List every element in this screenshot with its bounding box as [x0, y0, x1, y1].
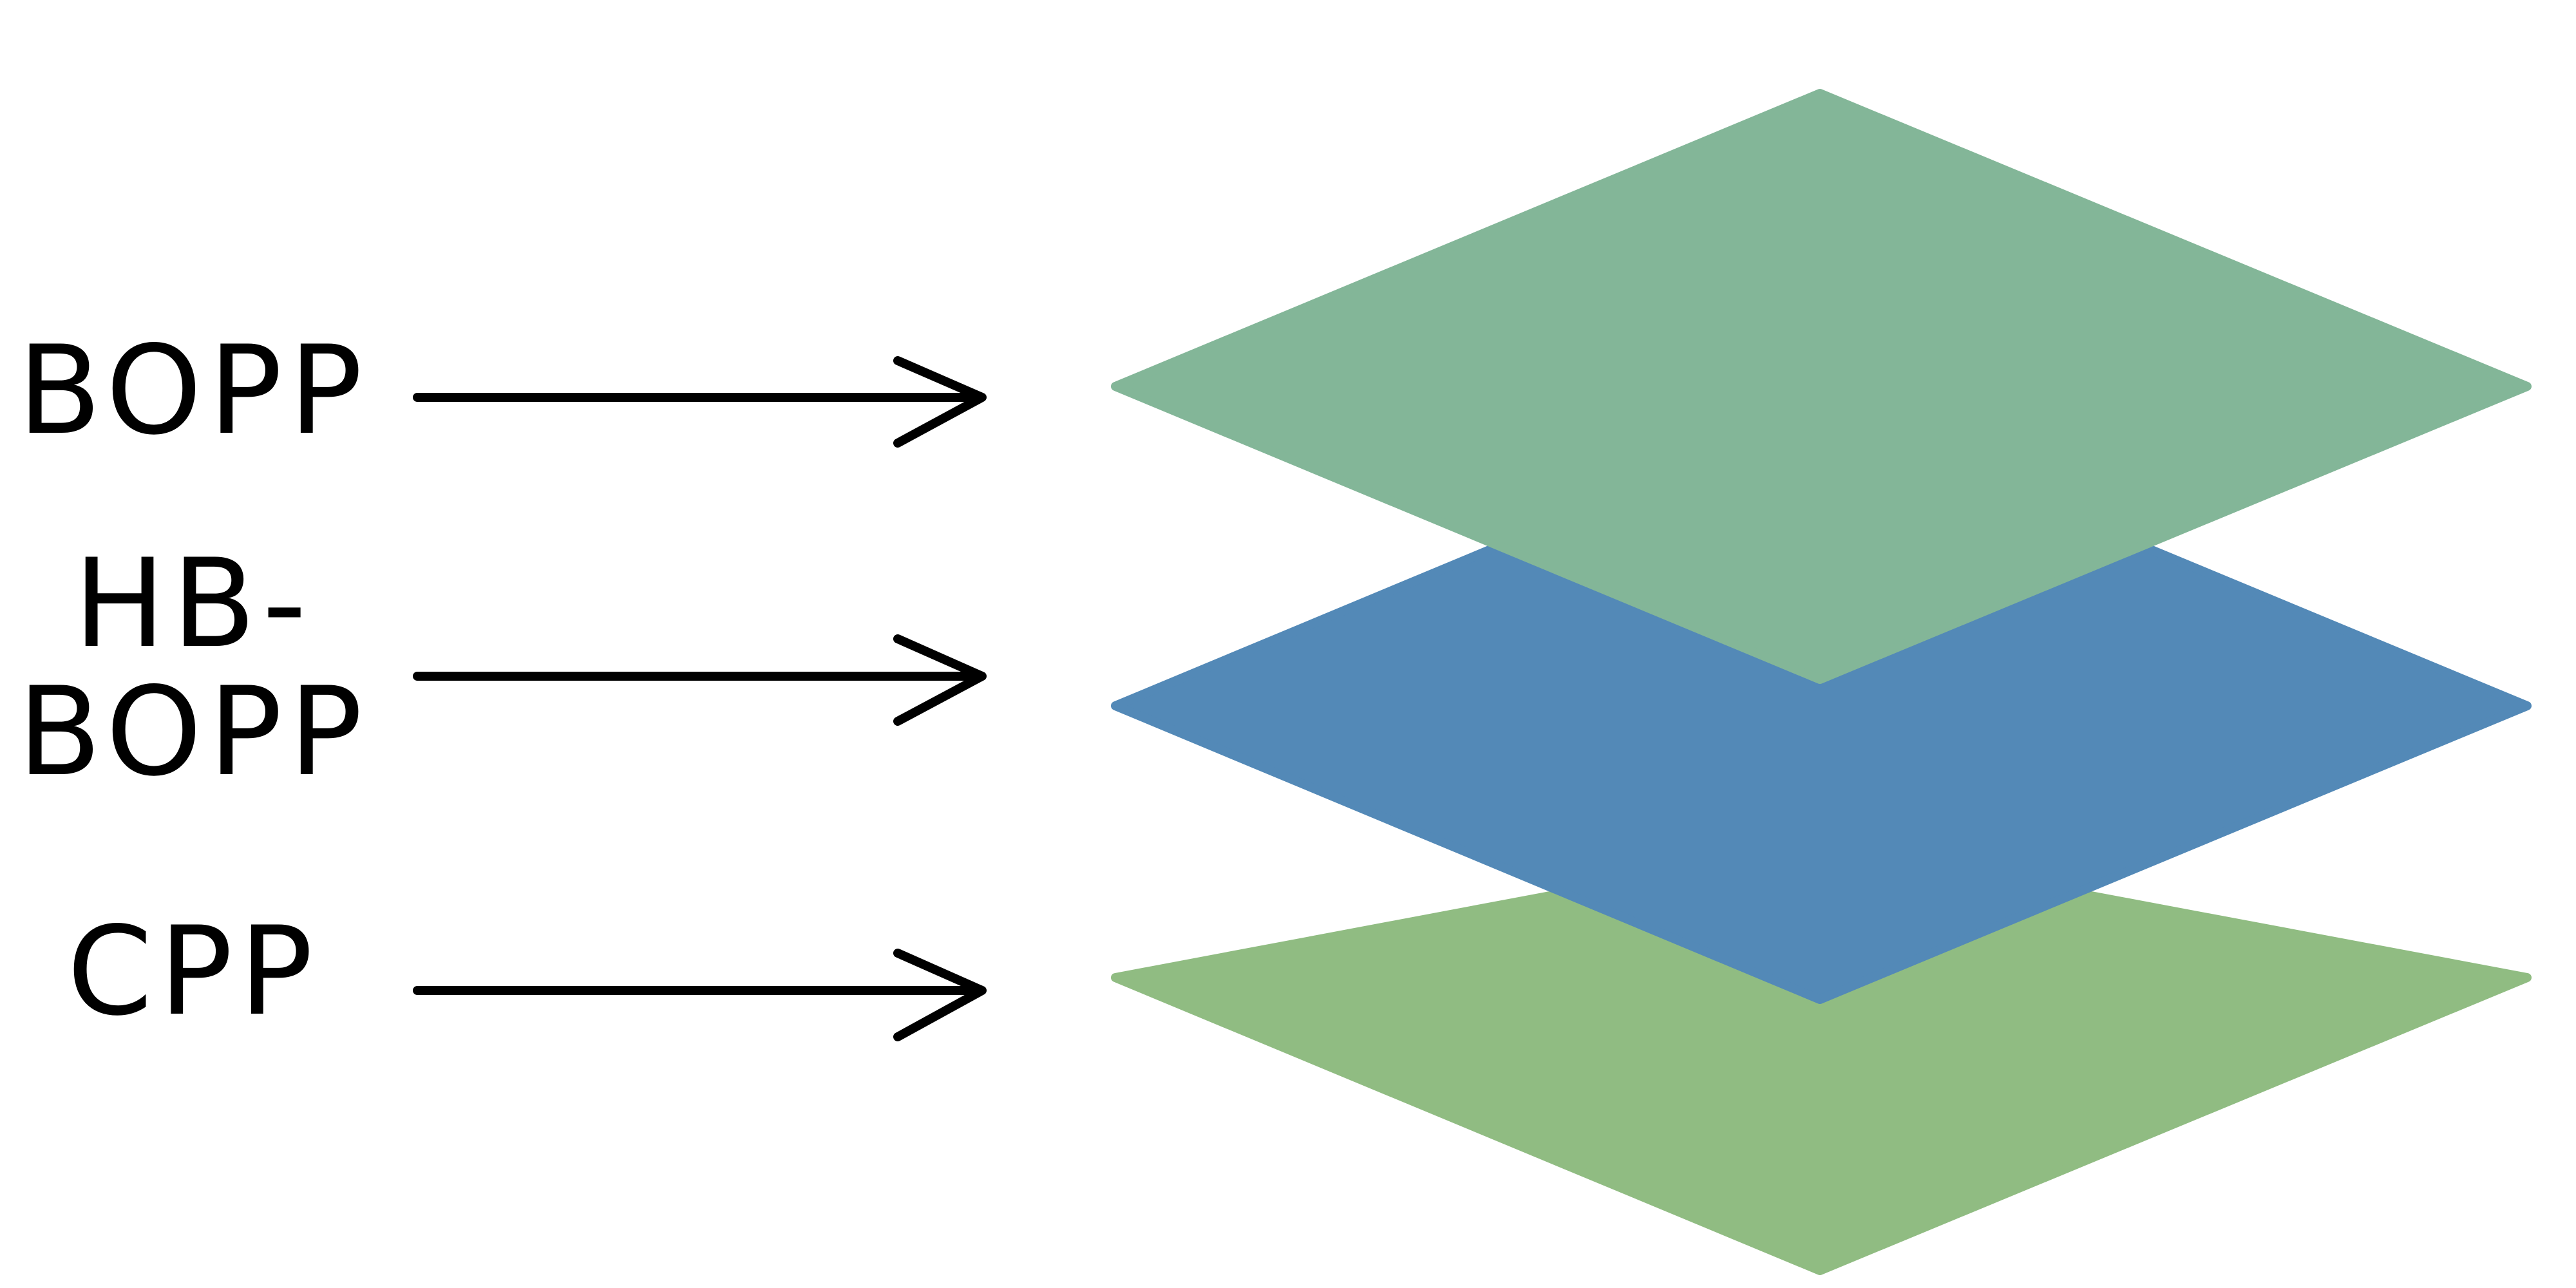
sheet-cpp — [1111, 840, 2532, 1275]
arrow-hb-bopp — [413, 634, 987, 726]
label-hb-bopp-line-2: BOPP — [17, 661, 369, 803]
arrow-bopp — [413, 356, 987, 448]
label-cpp: CPP — [67, 900, 319, 1043]
arrow-cpp — [413, 949, 987, 1041]
sheet-bopp — [1111, 89, 2532, 684]
label-bopp: BOPP — [17, 319, 369, 462]
label-hb-bopp-line-1: HB- — [73, 533, 313, 675]
sheet-hb-bopp — [1111, 408, 2532, 1004]
